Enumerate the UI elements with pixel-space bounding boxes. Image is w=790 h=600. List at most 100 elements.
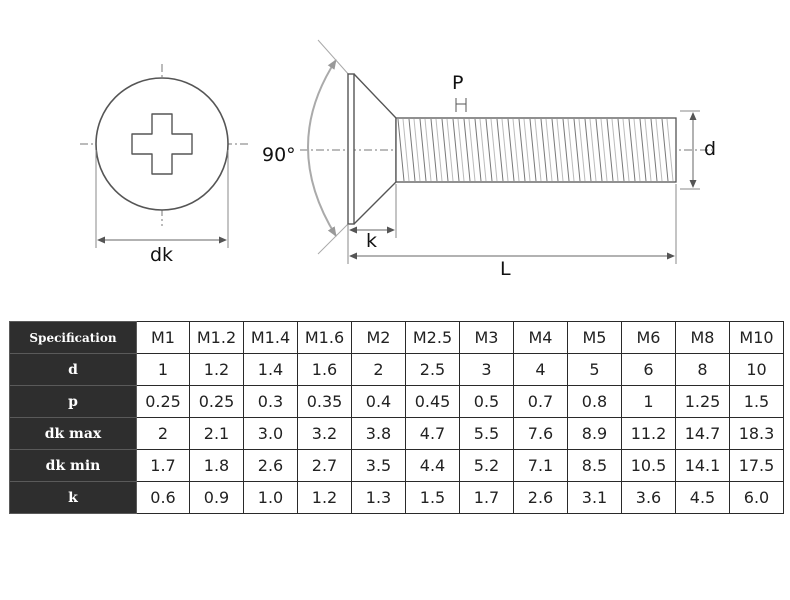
- value-cell: 4.7: [405, 417, 460, 450]
- value-cell: 0.6: [136, 481, 190, 514]
- value-cell: 2: [351, 353, 406, 386]
- thread-line: [628, 118, 636, 182]
- value-cell: 1.6: [297, 353, 352, 386]
- length-label: L: [500, 258, 511, 280]
- screw-side-view: [300, 39, 712, 264]
- phillips-cross-icon: [131, 113, 193, 175]
- value-cell: 4.4: [405, 449, 460, 482]
- header-label-cell: Specification: [9, 321, 137, 354]
- value-cell: 17.5: [729, 449, 784, 482]
- value-cell: 2.5: [405, 353, 460, 386]
- value-cell: 6.0: [729, 481, 784, 514]
- value-cell: 1: [136, 353, 190, 386]
- thread-line: [501, 118, 509, 182]
- thread-line: [655, 118, 663, 182]
- thread-line: [485, 118, 493, 182]
- row-label-cell: d: [9, 353, 137, 386]
- size-header-cell: M1: [136, 321, 190, 354]
- value-cell: 2.1: [189, 417, 244, 450]
- value-cell: 3.2: [297, 417, 352, 450]
- angle-label: 90°: [262, 144, 296, 166]
- value-cell: 8.9: [567, 417, 622, 450]
- value-cell: 1.7: [459, 481, 514, 514]
- thread-line: [584, 118, 592, 182]
- value-cell: 0.4: [351, 385, 406, 418]
- thread-lines: [397, 118, 674, 182]
- value-cell: 3.8: [351, 417, 406, 450]
- value-cell: 1.7: [136, 449, 190, 482]
- thread-line: [600, 118, 608, 182]
- thread-line: [617, 118, 625, 182]
- value-cell: 2.6: [513, 481, 568, 514]
- value-cell: 1.2: [297, 481, 352, 514]
- thread-line: [540, 118, 548, 182]
- thread-line: [529, 118, 537, 182]
- value-cell: 2: [136, 417, 190, 450]
- thread-line: [595, 118, 603, 182]
- size-header-cell: M6: [621, 321, 676, 354]
- thread-line: [562, 118, 570, 182]
- value-cell: 10.5: [621, 449, 676, 482]
- thread-line: [589, 118, 597, 182]
- value-cell: 6: [621, 353, 676, 386]
- row-label-cell: dk max: [9, 417, 137, 450]
- value-cell: 0.45: [405, 385, 460, 418]
- value-cell: 0.25: [136, 385, 190, 418]
- thread-line: [606, 118, 614, 182]
- thread-line: [402, 118, 410, 182]
- size-header-cell: M1.4: [243, 321, 298, 354]
- value-cell: 1.4: [243, 353, 298, 386]
- value-cell: 1.5: [405, 481, 460, 514]
- thread-line: [424, 118, 432, 182]
- value-cell: 4.5: [675, 481, 730, 514]
- thread-line: [512, 118, 520, 182]
- value-cell: 18.3: [729, 417, 784, 450]
- thread-line: [430, 118, 438, 182]
- thread-line: [545, 118, 553, 182]
- value-cell: 7.1: [513, 449, 568, 482]
- size-header-cell: M8: [675, 321, 730, 354]
- thread-line: [397, 118, 405, 182]
- value-cell: 5.5: [459, 417, 514, 450]
- value-cell: 4: [513, 353, 568, 386]
- value-cell: 1.0: [243, 481, 298, 514]
- size-header-cell: M2: [351, 321, 406, 354]
- value-cell: 8.5: [567, 449, 622, 482]
- thread-line: [457, 118, 465, 182]
- value-cell: 14.7: [675, 417, 730, 450]
- value-cell: 8: [675, 353, 730, 386]
- thread-line: [534, 118, 542, 182]
- thread-line: [650, 118, 658, 182]
- thread-line: [666, 118, 674, 182]
- size-header-cell: M3: [459, 321, 514, 354]
- value-cell: 0.25: [189, 385, 244, 418]
- value-cell: 0.7: [513, 385, 568, 418]
- thread-line: [523, 118, 531, 182]
- value-cell: 0.5: [459, 385, 514, 418]
- size-header-cell: M2.5: [405, 321, 460, 354]
- thread-line: [639, 118, 647, 182]
- value-cell: 2.6: [243, 449, 298, 482]
- thread-line: [518, 118, 526, 182]
- value-cell: 1: [621, 385, 676, 418]
- thread-line: [474, 118, 482, 182]
- thread-line: [446, 118, 454, 182]
- value-cell: 3: [459, 353, 514, 386]
- thread-line: [507, 118, 515, 182]
- size-header-cell: M4: [513, 321, 568, 354]
- row-label-cell: p: [9, 385, 137, 418]
- thread-line: [551, 118, 559, 182]
- k-label: k: [366, 230, 378, 252]
- thread-line: [661, 118, 669, 182]
- value-cell: 0.3: [243, 385, 298, 418]
- value-cell: 1.3: [351, 481, 406, 514]
- value-cell: 7.6: [513, 417, 568, 450]
- thread-line: [479, 118, 487, 182]
- value-cell: 3.6: [621, 481, 676, 514]
- head-top-view: [80, 64, 248, 248]
- angle-arc: [307, 59, 337, 237]
